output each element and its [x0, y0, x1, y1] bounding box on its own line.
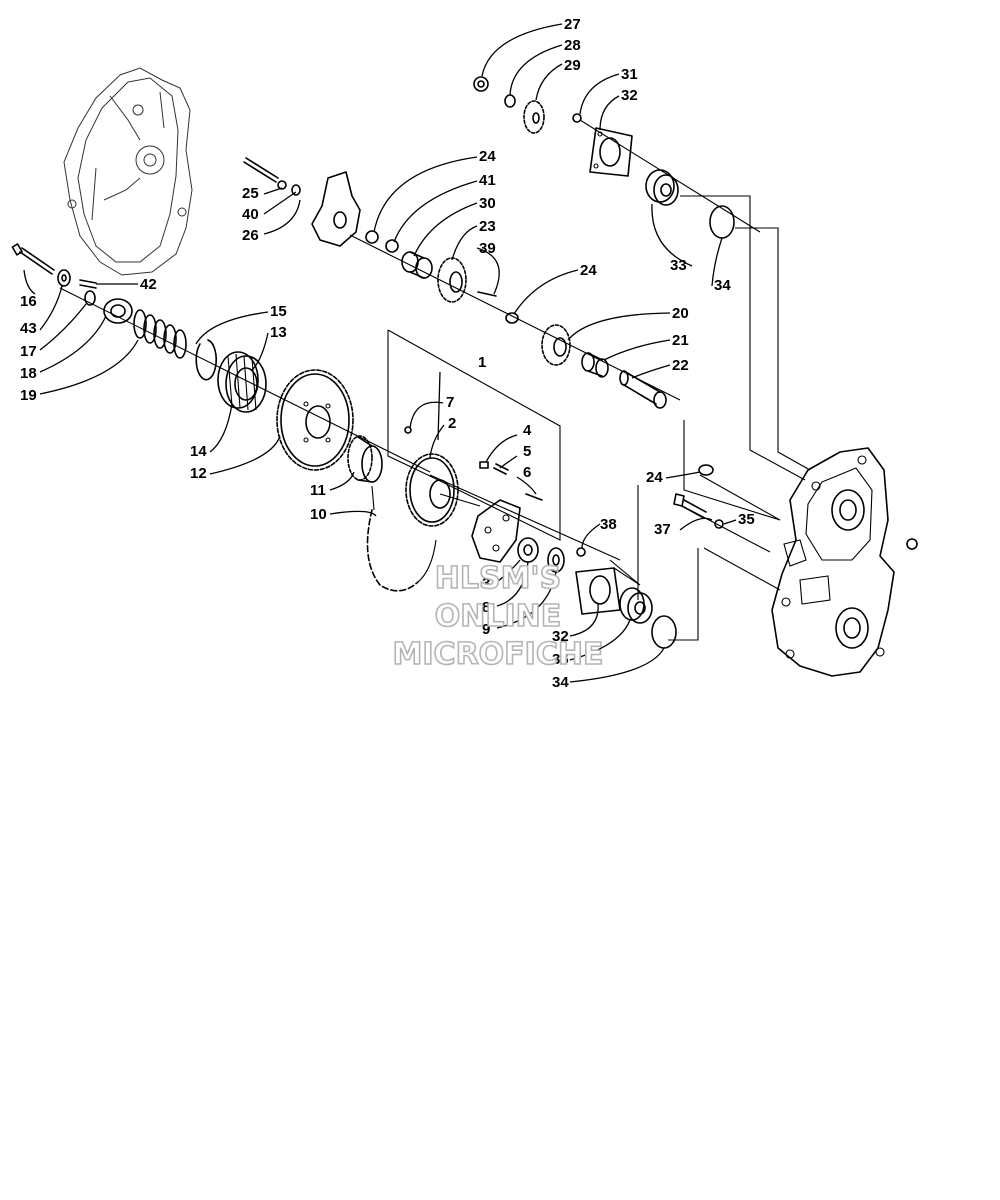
callout-40: 40 — [242, 206, 259, 223]
sprocket-29 — [523, 100, 545, 134]
callout-19: 19 — [20, 387, 37, 404]
snap-ring-15 — [195, 339, 217, 381]
routing-lines — [609, 195, 811, 641]
spring-19 — [133, 309, 187, 359]
callout-13: 13 — [270, 324, 287, 341]
fitting-37 — [673, 493, 707, 519]
washer-43 — [57, 269, 71, 287]
callout-17: 17 — [20, 343, 37, 360]
callout-35: 35 — [738, 511, 755, 528]
gear-23 — [437, 257, 467, 303]
callout-5: 5 — [523, 443, 531, 460]
callout-7: 7 — [446, 394, 454, 411]
leader-lines — [23, 23, 737, 683]
callout-32-lower: 32 — [552, 628, 569, 645]
callout-29: 29 — [564, 57, 581, 74]
callout-11: 11 — [310, 482, 326, 499]
watermark: HLSM'S ONLINE MICROFICHE — [392, 560, 605, 673]
callout-22: 22 — [672, 357, 689, 374]
callout-32-upper: 32 — [621, 87, 638, 104]
callout-10: 10 — [310, 506, 327, 523]
callout-36: 36 — [552, 651, 569, 668]
callout-9: 9 — [482, 621, 490, 638]
callout-24-upper: 24 — [479, 148, 496, 165]
callout-30: 30 — [479, 195, 496, 212]
callout-27: 27 — [564, 16, 581, 33]
callout-34-upper: 34 — [714, 277, 731, 294]
callout-21: 21 — [672, 332, 689, 349]
bolt-16 — [11, 243, 55, 275]
pin-42 — [79, 279, 97, 289]
callout-15: 15 — [270, 303, 287, 320]
callout-18: 18 — [20, 365, 37, 382]
callout-6: 6 — [523, 464, 531, 481]
callout-34-lower: 34 — [552, 674, 569, 691]
washer-28 — [504, 94, 516, 108]
washer-41 — [385, 239, 399, 253]
callout-4: 4 — [523, 422, 532, 439]
chain-10 — [366, 485, 437, 592]
washer-17 — [84, 290, 96, 306]
callout-20: 20 — [672, 305, 689, 322]
sprocket-11 — [347, 435, 383, 483]
bearing-36 — [619, 587, 653, 624]
callout-43: 43 — [20, 320, 37, 337]
callout-2: 2 — [448, 415, 456, 432]
bearing-33 — [645, 169, 679, 206]
bearing-8 — [517, 537, 539, 563]
washer-24-mid — [505, 312, 519, 324]
gearcase-cover — [63, 67, 193, 276]
o-ring-34-upper — [709, 205, 735, 239]
gear-2 — [405, 453, 481, 527]
nut-38 — [576, 547, 586, 557]
callout-16: 16 — [20, 293, 37, 310]
callout-labels: 1 2 3 4 5 6 7 8 9 10 11 12 13 14 15 16 1… — [20, 16, 755, 691]
callout-31: 31 — [621, 66, 638, 83]
assembly-1-box — [387, 329, 561, 541]
callout-14: 14 — [190, 443, 207, 460]
bracket-25-26 — [243, 157, 361, 247]
nut-31 — [572, 113, 582, 123]
callout-28: 28 — [564, 37, 581, 54]
callout-39: 39 — [479, 240, 496, 257]
plate-32-upper — [589, 127, 633, 177]
callout-26: 26 — [242, 227, 259, 244]
callout-41: 41 — [479, 172, 496, 189]
washer-24-upper — [365, 230, 379, 244]
callout-23: 23 — [479, 218, 496, 235]
watermark-line-1: HLSM'S — [435, 561, 561, 596]
bushing-21 — [581, 352, 609, 378]
small-parts-4-5-6-7 — [404, 426, 543, 501]
sprocket-20 — [541, 324, 571, 366]
callout-3: 3 — [482, 575, 490, 592]
key-39 — [477, 291, 497, 297]
nut-27 — [473, 76, 489, 92]
callout-25: 25 — [242, 185, 259, 202]
sprocket-12 — [276, 369, 354, 471]
callout-33: 33 — [670, 257, 687, 274]
callout-24-mid: 24 — [580, 262, 597, 279]
gearcase-housing — [771, 447, 918, 677]
o-ring-34-lower — [651, 615, 677, 649]
callout-42: 42 — [140, 276, 157, 293]
bearing-30 — [401, 251, 433, 279]
shaft-22 — [619, 370, 667, 409]
callout-12: 12 — [190, 465, 207, 482]
watermark-line-2: ONLINE — [435, 599, 562, 634]
callout-1: 1 — [478, 354, 486, 371]
callout-37: 37 — [654, 521, 671, 538]
cam-3 — [471, 499, 521, 563]
bearing-13-14 — [217, 351, 267, 413]
watermark-line-3: MICROFICHE — [393, 637, 604, 672]
washer-35 — [714, 519, 724, 529]
callout-8: 8 — [482, 599, 490, 616]
retainer-18 — [103, 298, 133, 324]
washer-24-lower — [698, 464, 714, 476]
callout-24-lower: 24 — [646, 469, 663, 486]
callout-38: 38 — [600, 516, 617, 533]
